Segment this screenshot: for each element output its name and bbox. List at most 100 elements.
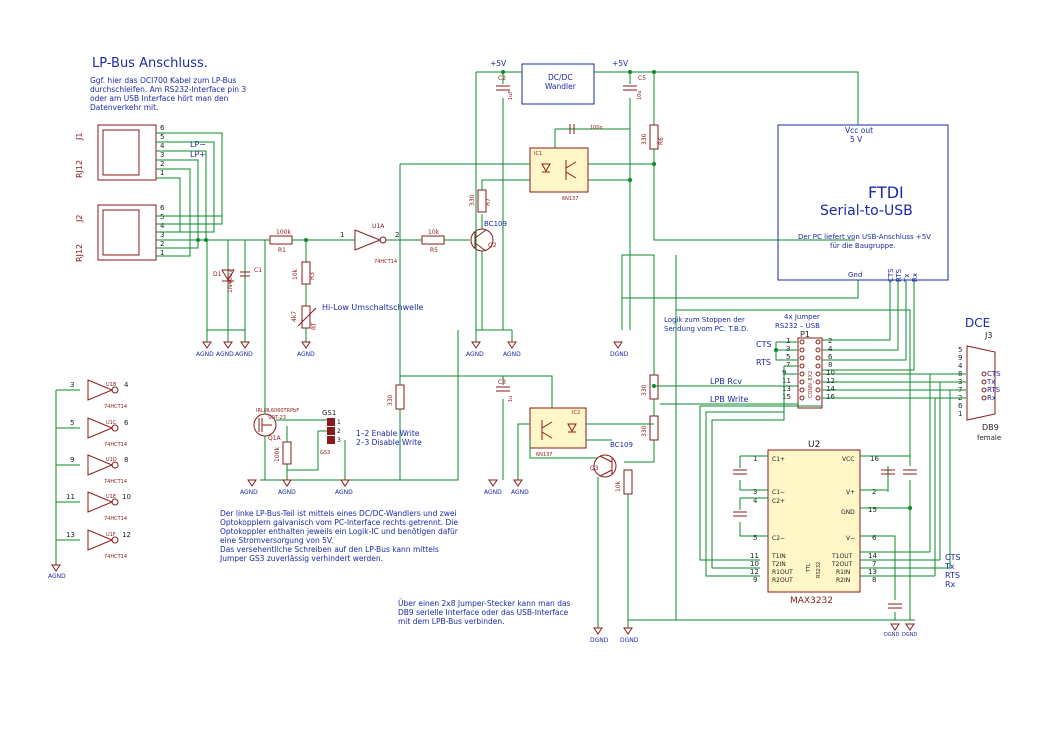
r10-value: 330 bbox=[641, 384, 648, 396]
svg-text:C1−: C1− bbox=[772, 489, 785, 496]
svg-text:T2OUT: T2OUT bbox=[831, 561, 853, 568]
svg-text:U1E: U1E bbox=[106, 494, 116, 500]
ftdi-pin-rts: RTS bbox=[895, 268, 903, 282]
u2-side-cts: CTS bbox=[945, 553, 961, 562]
c3-ref: C3 bbox=[498, 379, 506, 386]
inverter-u1e: U1E 74HCT14 11 10 bbox=[66, 491, 131, 522]
j3-gender: female bbox=[977, 434, 1001, 442]
j2-ref: J2 bbox=[75, 215, 84, 223]
ground-rails bbox=[207, 254, 859, 481]
ic1-value: 6N137 bbox=[562, 196, 578, 202]
ic1-ref: IC1 bbox=[534, 151, 542, 157]
svg-text:9: 9 bbox=[70, 456, 74, 464]
j2-pin-6: 6 bbox=[160, 204, 165, 212]
svg-text:74HCT14: 74HCT14 bbox=[104, 442, 127, 448]
svg-text:5: 5 bbox=[786, 353, 790, 361]
r8-value: 330 bbox=[387, 394, 394, 406]
agnd-label-11: AGND bbox=[511, 489, 529, 496]
j1-pin-3: 3 bbox=[160, 151, 164, 159]
agnd-label-8: AGND bbox=[278, 489, 296, 496]
svg-text:V−: V− bbox=[846, 535, 855, 542]
plus5v-left: +5V bbox=[490, 59, 507, 68]
gs1-option-1: 1–2 Enable Write bbox=[356, 429, 420, 438]
svg-text:9: 9 bbox=[753, 576, 757, 584]
agnd-label-9: AGND bbox=[335, 489, 353, 496]
u1a-ref: U1A bbox=[372, 223, 385, 230]
j1-pin-6: 6 bbox=[160, 124, 165, 132]
ic2-value: 6N137 bbox=[536, 452, 552, 458]
r3-ref: R3 bbox=[309, 272, 316, 280]
svg-text:4: 4 bbox=[753, 497, 758, 505]
j3-title: DCE bbox=[965, 316, 990, 330]
jumper-cts-label: CTS bbox=[756, 340, 772, 349]
svg-text:13: 13 bbox=[66, 531, 75, 539]
ftdi-note-line-2: für die Baugruppe. bbox=[830, 242, 896, 250]
svg-text:11: 11 bbox=[66, 493, 75, 501]
agnd-label-4: AGND bbox=[297, 351, 315, 358]
p1-left-pins: 1 3 5 7 9 11 13 15 bbox=[782, 337, 791, 401]
svg-text:T1IN: T1IN bbox=[771, 553, 786, 560]
jumper-lpb-write: LPB Write bbox=[710, 395, 749, 404]
svg-text:5: 5 bbox=[70, 419, 74, 427]
write-enable-jumper: IRLML6060TRPbF SOT-23 Q1A 1 2 3 GS1 GS3 … bbox=[240, 240, 529, 496]
inverter-u1f: U1F 74HCT14 13 12 bbox=[66, 529, 131, 560]
ftdi-gnd: Gnd bbox=[848, 271, 862, 279]
svg-text:14: 14 bbox=[868, 552, 877, 560]
svg-text:16: 16 bbox=[870, 455, 879, 463]
inverter-u1b: U1B 74HCT14 3 4 bbox=[70, 379, 129, 410]
svg-text:R1IN: R1IN bbox=[836, 569, 850, 576]
svg-text:7: 7 bbox=[786, 361, 790, 369]
agnd-label-2: AGND bbox=[216, 351, 234, 358]
c2-value: 1uF bbox=[508, 91, 514, 100]
dgnd-label-1: DGND bbox=[610, 351, 629, 358]
u2-value: MAX3232 bbox=[790, 596, 833, 606]
svg-text:13: 13 bbox=[782, 385, 791, 393]
p1-right-pins: 2 4 6 8 10 12 14 16 bbox=[826, 337, 835, 401]
power-section: +5V +5V DC/DC Wandler C2 1uF C5 10u 330 … bbox=[475, 59, 859, 330]
u1a-value: 74HCT14 bbox=[374, 259, 397, 265]
svg-text:U1F: U1F bbox=[106, 532, 116, 538]
svg-text:11: 11 bbox=[782, 377, 791, 385]
svg-text:R1OUT: R1OUT bbox=[772, 569, 793, 576]
dcdc-label: DC/DC bbox=[548, 73, 573, 82]
r6-ref: R6 bbox=[658, 137, 665, 145]
d1-ref: D1 bbox=[213, 271, 222, 278]
svg-text:6: 6 bbox=[958, 402, 963, 410]
agnd-label-1: AGND bbox=[196, 351, 214, 358]
u1a-pin-out: 2 bbox=[395, 231, 399, 239]
jumper-title-right-2: RS232 – USB bbox=[775, 322, 820, 330]
svg-text:4: 4 bbox=[828, 345, 833, 353]
svg-text:Jumper GS3 zuverlässig verhind: Jumper GS3 zuverlässig verhindert werden… bbox=[219, 554, 383, 563]
r7-value: 330 bbox=[469, 194, 476, 206]
svg-text:eine Stromversorgung von 5V.: eine Stromversorgung von 5V. bbox=[220, 536, 333, 545]
svg-text:74HCT14: 74HCT14 bbox=[104, 554, 127, 560]
svg-text:12: 12 bbox=[122, 531, 131, 539]
gs1-pin-1-pad bbox=[327, 418, 335, 426]
jumper-lpb-rcv: LPB Rcv bbox=[710, 377, 742, 386]
svg-text:4: 4 bbox=[124, 381, 129, 389]
agnd-label-7: AGND bbox=[240, 489, 258, 496]
dgnd-label-3: DGND bbox=[620, 637, 639, 644]
c4-value: 100n bbox=[590, 125, 603, 131]
inverter-u1d: U1D 74HCT14 9 8 bbox=[70, 454, 128, 485]
r9-value: 10k bbox=[615, 480, 622, 492]
ftdi-title: FTDI bbox=[868, 183, 904, 202]
optocoupler-ic1: IC1 6N137 100n bbox=[399, 124, 656, 385]
d1-value: 1N4007 bbox=[227, 269, 234, 293]
max3232-u2: U2 MAX3232 TTL RS232 1 C1+ 3 C1− 4 C2+ 5… bbox=[628, 255, 961, 638]
svg-text:6: 6 bbox=[828, 353, 833, 361]
rt-value: 4k7 bbox=[291, 311, 298, 322]
j2-pin-1: 1 bbox=[160, 249, 164, 257]
svg-text:U1B: U1B bbox=[106, 382, 117, 388]
p1-ref: P1 bbox=[800, 330, 810, 339]
inverter-u1c: U1C 74HCT14 5 6 bbox=[70, 417, 129, 448]
svg-text:12: 12 bbox=[750, 568, 759, 576]
j2-pin-5: 5 bbox=[160, 213, 164, 221]
r6-value: 330 bbox=[641, 133, 648, 145]
r5-ref: R5 bbox=[430, 247, 438, 254]
j3-sig-tx: Tx bbox=[986, 378, 995, 386]
j1-ref: J1 bbox=[75, 133, 84, 141]
gs1-pin-3: 3 bbox=[337, 437, 341, 444]
j2-pin-4: 4 bbox=[160, 222, 165, 230]
